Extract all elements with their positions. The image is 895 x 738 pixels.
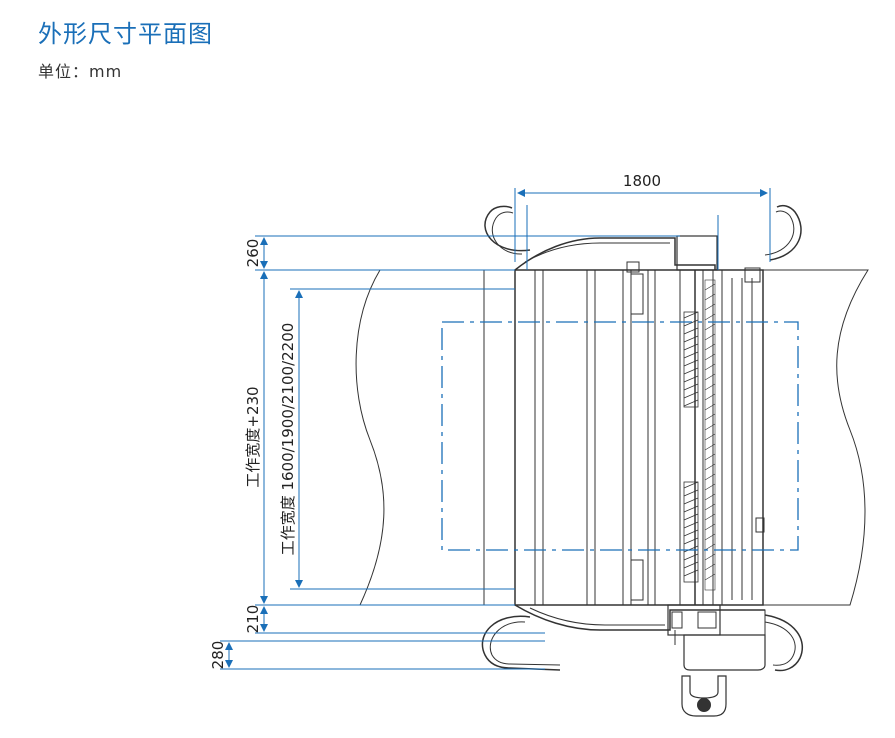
hatched-strip <box>704 279 716 591</box>
dim-260-label: 260 <box>244 239 262 268</box>
dim-280-label: 280 <box>209 641 227 670</box>
dim-1800-label: 1800 <box>623 172 661 190</box>
working-area-rect <box>441 321 799 551</box>
control-box <box>683 634 766 671</box>
foot-pedal-icon <box>681 675 727 717</box>
handle-bottom-left <box>481 615 561 671</box>
machine-frame <box>514 269 764 606</box>
page-title: 外形尺寸平面图 <box>38 20 213 48</box>
handle-top-left <box>484 205 531 252</box>
dim-210-label: 210 <box>244 605 262 634</box>
dim-1800 <box>514 188 771 270</box>
hatched-roller-top <box>683 311 699 408</box>
hatched-roller-bottom <box>683 481 699 583</box>
fabric-band <box>355 269 869 606</box>
top-control-box <box>676 235 718 271</box>
handle-bottom-right <box>764 614 804 672</box>
handle-top-right <box>769 204 802 261</box>
bottom-cover <box>514 604 765 631</box>
dim-working-width-label: 工作宽度 1600/1900/2100/2200 <box>279 323 297 556</box>
unit-label: 单位：mm <box>38 62 123 81</box>
dim-working-width-plus-label: 工作宽度+230 <box>244 386 262 487</box>
